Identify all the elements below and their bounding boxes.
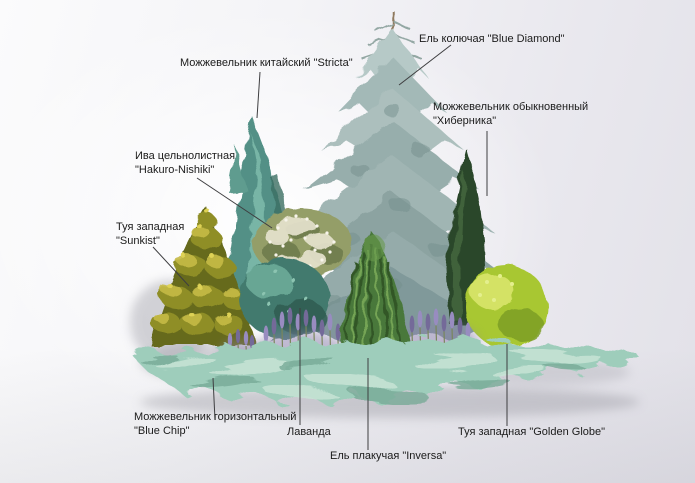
label-blue-chip: Можжевельник горизонтальный "Blue Chip" [134,411,297,437]
label-sunkist: Туя западная "Sunkist" [116,221,185,247]
label-stricta: Можжевельник китайский "Stricta" [180,57,353,69]
label-inversa: Ель плакучая "Inversa" [330,450,447,462]
leader-lines [152,44,508,450]
leader-line-blue-diamond [398,44,452,86]
leader-line-sunkist [152,246,190,287]
leader-line-blue-chip [212,377,216,421]
thuja-sunkist-illustration [150,206,256,345]
leader-line-hakuro [196,177,273,229]
label-lavanda: Лаванда [287,426,331,438]
label-blue-diamond: Ель колючая "Blue Diamond" [419,33,565,45]
label-golden-globe: Туя западная "Golden Globe" [458,426,606,438]
label-hibernica: Можжевельник обыкновенный "Хиберника" [433,101,589,127]
leader-line-stricta [256,71,261,119]
thuja-golden-globe-illustration [465,265,547,367]
label-hakuro-nishiki: Ива цельнолистная "Hakuro-Nishiki" [135,150,236,176]
